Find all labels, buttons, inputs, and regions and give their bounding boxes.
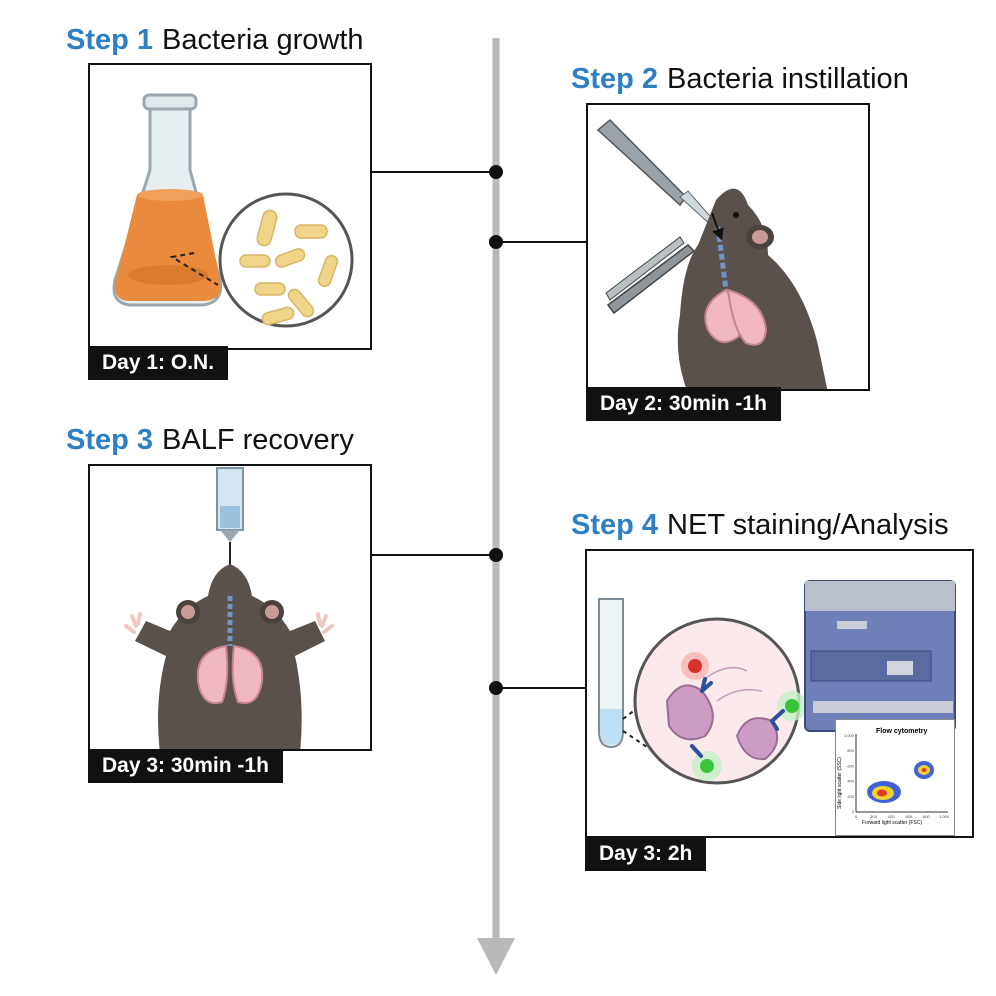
red-fluorescence-icon — [688, 659, 702, 673]
forceps-icon — [606, 244, 696, 315]
flow-plot-x-tick: 200 — [870, 814, 877, 819]
flow-plot-xlabel: Forward light scatter (FSC) — [862, 820, 923, 826]
mouse-body — [135, 564, 325, 749]
step4-day-badge: Day 3: 2h — [585, 837, 707, 871]
timeline-arrowhead — [477, 938, 515, 975]
flow-plot-title: Flow cytometry — [876, 728, 928, 735]
balf-illustration — [124, 467, 334, 749]
green-fluorescence-icon — [785, 699, 799, 713]
flow-plot-y-tick: 0 — [852, 809, 855, 814]
step2-panel — [586, 103, 870, 391]
flow-plot-y-tick: 400 — [847, 779, 854, 784]
instillation-illustration — [596, 118, 828, 389]
pipette-icon — [596, 118, 687, 207]
flow-plot-x-tick: 400 — [888, 814, 895, 819]
flow-plot-x-tick: 1,000 — [939, 814, 950, 819]
step3-panel — [88, 464, 372, 751]
flask-illustration — [112, 93, 354, 328]
flow-plot-y-tick: 1,000 — [844, 733, 855, 738]
flow-plot-x-tick: 0 — [855, 814, 858, 819]
step1-label: Step 1 — [66, 24, 154, 56]
step2-title: Bacteria instillation — [667, 63, 909, 95]
step4-title: NET staining/Analysis — [667, 509, 949, 541]
step2-day-badge: Day 2: 30min -1h — [586, 387, 781, 421]
green-fluorescence-icon — [700, 759, 714, 773]
step3-label: Step 3 — [66, 424, 154, 456]
lung-left — [196, 644, 229, 704]
step4-label: Step 4 — [571, 509, 659, 541]
step1-day-badge: Day 1: O.N. — [88, 346, 229, 380]
flow-plot-y-tick: 200 — [847, 794, 854, 799]
culture-liquid — [115, 195, 221, 301]
mouse-body — [677, 188, 828, 389]
timeline-dot-step1 — [489, 165, 503, 179]
net-analysis-illustration — [598, 580, 956, 785]
antibody-icon — [690, 677, 713, 758]
mouse-paw-right — [316, 612, 334, 634]
step3-title: BALF recovery — [162, 424, 354, 456]
flow-plot-x-tick: 600 — [905, 814, 912, 819]
lung-right — [726, 288, 768, 346]
mouse-paw-left — [124, 612, 142, 634]
flow-cytometry-plot: Flow cytometry Side light scatter (SSC) … — [835, 719, 955, 836]
step3-day-badge: Day 3: 30min -1h — [88, 749, 283, 783]
flow-plot-y-tick: 600 — [847, 763, 854, 768]
antibody-icon — [770, 709, 785, 731]
step1-title: Bacteria growth — [162, 24, 364, 56]
bacteria-icon — [239, 209, 339, 326]
lung-right — [231, 644, 264, 704]
step2-label: Step 2 — [571, 63, 659, 95]
timeline-dot-step4 — [489, 681, 503, 695]
flow-plot-x-tick: 800 — [923, 814, 930, 819]
neutrophil-icon — [735, 717, 779, 761]
step4-panel: Flow cytometry Side light scatter (SSC) … — [585, 549, 974, 838]
step1-panel — [88, 63, 372, 350]
timeline-dot-step3 — [489, 548, 503, 562]
timeline-dot-step2 — [489, 235, 503, 249]
flow-plot-y-tick: 800 — [847, 748, 854, 753]
neutrophil-icon — [665, 684, 714, 741]
